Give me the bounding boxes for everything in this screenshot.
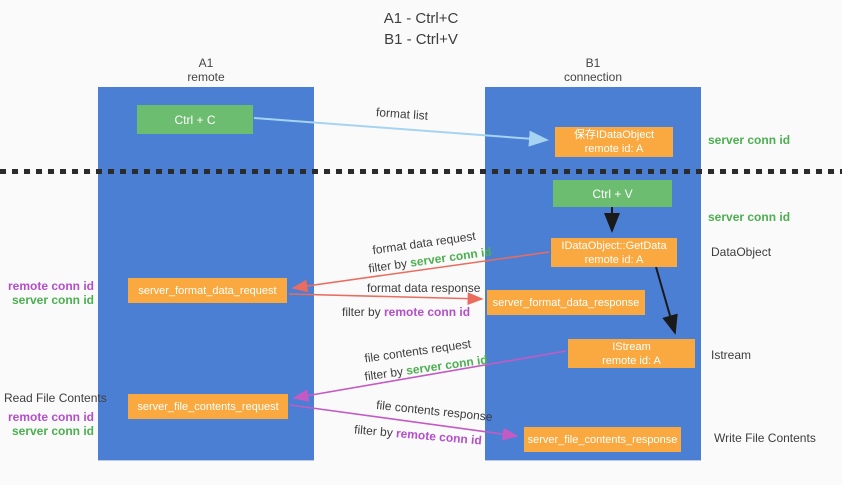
server-conn-id-annotation: server conn id	[11, 424, 94, 438]
conn-id-annotation-group-1: remote conn id server conn id	[0, 279, 94, 307]
format-data-response-filter-label: filter by remote conn id	[342, 305, 470, 319]
server-format-data-request-label: server_format_data_request	[138, 284, 277, 297]
server-format-data-response-label: server_format_data_response	[492, 296, 640, 309]
getdata-line1: IDataObject::GetData	[561, 239, 667, 252]
ctrl-v-node: Ctrl + V	[553, 180, 672, 207]
filter-by-text: filter by	[353, 422, 397, 441]
server-file-contents-request-label: server_file_contents_request	[137, 400, 279, 413]
diagram-title: A1 - Ctrl+C B1 - Ctrl+V	[0, 8, 842, 50]
istream-line1: IStream	[612, 340, 651, 353]
read-file-contents-annotation: Read File Contents	[4, 391, 107, 405]
dataobject-annotation: DataObject	[711, 245, 772, 259]
server-conn-id-annotation: server conn id	[708, 210, 791, 224]
remote-conn-id-key: remote conn id	[395, 426, 483, 448]
file-contents-response-label: file contents response	[375, 397, 494, 425]
filter-by-text: filter by	[363, 363, 408, 384]
save-idataobject-node: 保存IDataObject remote id: A	[555, 127, 673, 157]
lane-a-role: remote	[187, 70, 225, 84]
server-file-contents-response-label: server_file_contents_response	[527, 433, 678, 446]
istream-node: IStream remote id: A	[568, 339, 695, 368]
lane-a-header: A1 remote	[98, 56, 314, 84]
lane-b-name: B1	[585, 56, 601, 70]
write-file-contents-annotation: Write File Contents	[714, 431, 816, 445]
save-idataobject-line1: 保存IDataObject	[573, 129, 655, 141]
idataobject-getdata-node: IDataObject::GetData remote id: A	[551, 238, 677, 267]
file-contents-response-filter-label: filter by remote conn id	[354, 422, 483, 447]
ctrl-c-node: Ctrl + C	[137, 105, 253, 134]
title-line-2: B1 - Ctrl+V	[384, 31, 458, 48]
title-line-1: A1 - Ctrl+C	[383, 10, 459, 27]
dotted-separator	[0, 169, 842, 174]
lane-b-header: B1 connection	[485, 56, 701, 84]
save-idataobject-line2: remote id: A	[584, 143, 644, 155]
getdata-line2: remote id: A	[584, 253, 644, 266]
istream-annotation: Istream	[711, 348, 752, 362]
lane-b-role: connection	[563, 70, 623, 84]
istream-line2: remote id: A	[602, 354, 661, 367]
server-file-contents-response-node: server_file_contents_response	[524, 427, 681, 452]
remote-conn-id-annotation: remote conn id	[7, 410, 94, 424]
server-format-data-response-node: server_format_data_response	[487, 290, 645, 315]
remote-conn-id-annotation: remote conn id	[7, 279, 94, 293]
ctrl-v-label: Ctrl + V	[592, 186, 633, 201]
ctrl-c-label: Ctrl + C	[174, 112, 216, 127]
server-conn-id-annotation: server conn id	[11, 293, 94, 307]
format-data-response-label: format data response	[367, 281, 481, 295]
lane-a-name: A1	[198, 56, 214, 70]
conn-id-annotation-group-2: remote conn id server conn id	[0, 410, 94, 438]
server-conn-id-annotation: server conn id	[708, 133, 791, 147]
server-file-contents-request-node: server_file_contents_request	[128, 394, 288, 419]
remote-conn-id-key: remote conn id	[384, 305, 471, 319]
format-list-label: format list	[375, 105, 429, 123]
filter-by-text: filter by	[342, 305, 385, 319]
filter-by-text: filter by	[367, 255, 412, 276]
server-format-data-request-node: server_format_data_request	[128, 278, 287, 303]
